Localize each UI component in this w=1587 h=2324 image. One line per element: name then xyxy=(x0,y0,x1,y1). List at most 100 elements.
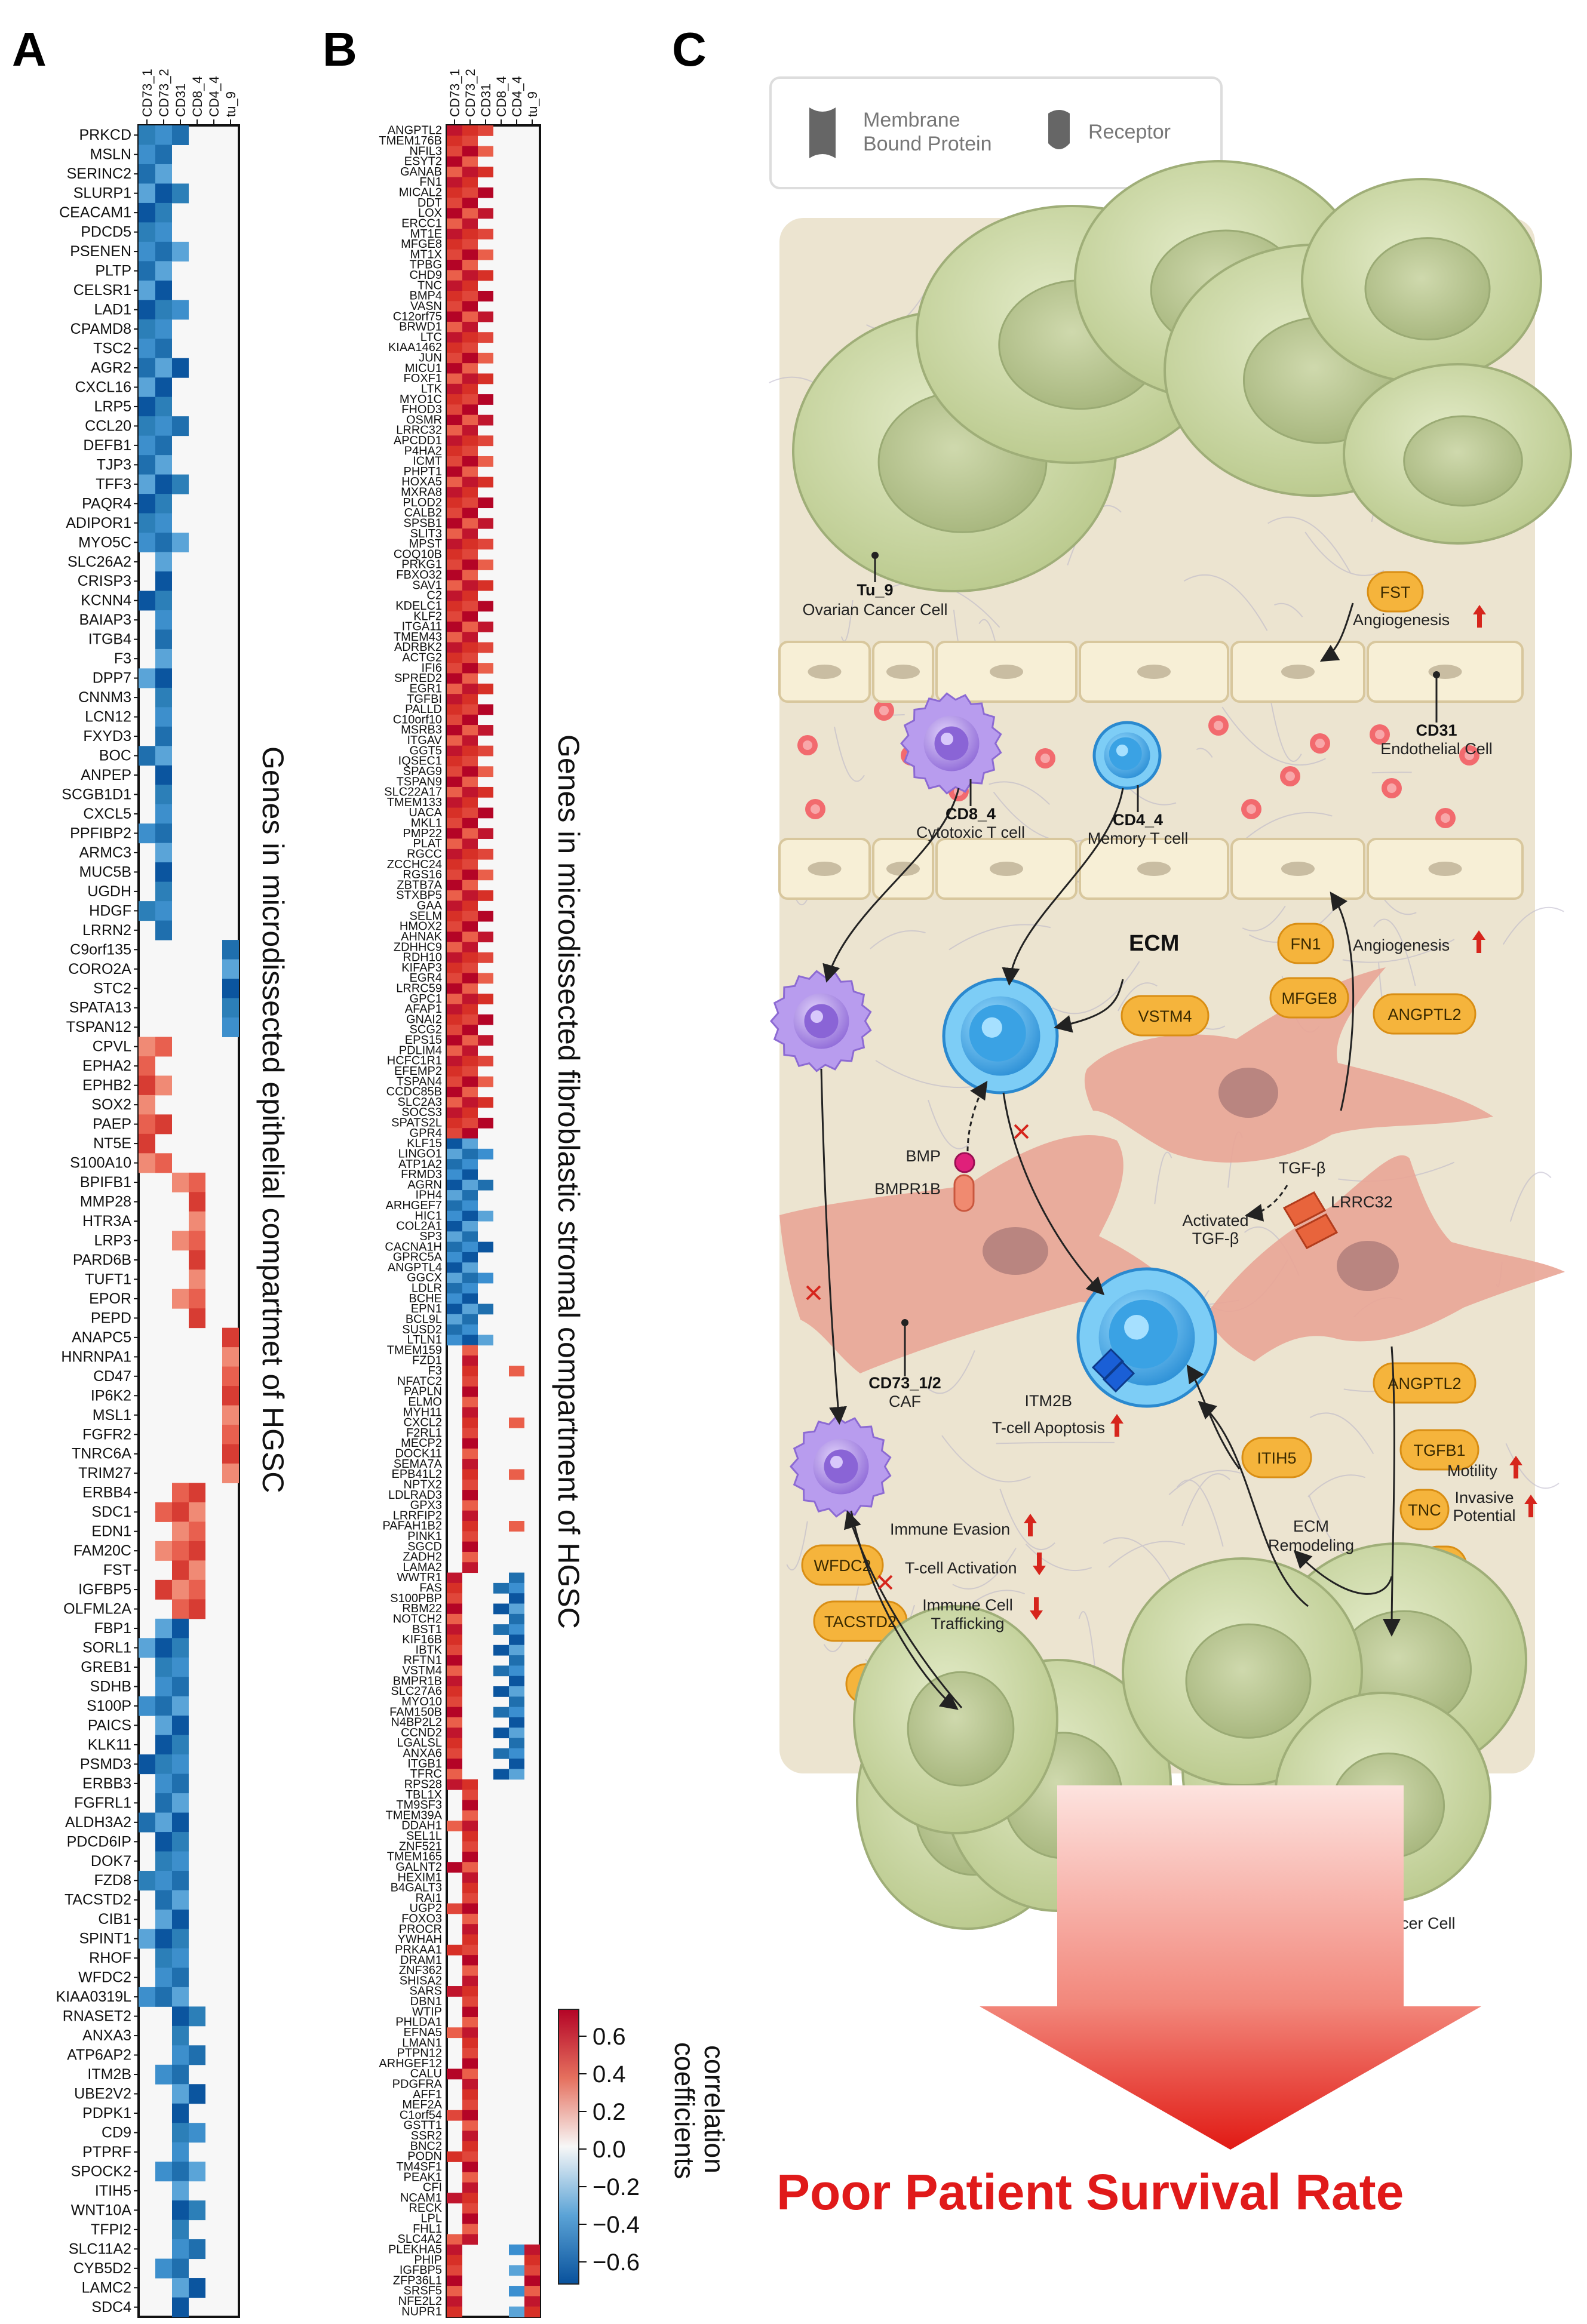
heatmap-b-cell xyxy=(447,1986,462,1997)
heatmap-b-row-label: BCHE xyxy=(409,1292,442,1305)
immune-cell-label-1: Immune Cell xyxy=(922,1596,1013,1614)
heatmap-b-row-label: RBM22 xyxy=(402,1602,442,1615)
heatmap-b-cell xyxy=(478,373,493,385)
heatmap-b-cell xyxy=(462,1893,478,1904)
heatmap-b-cell xyxy=(447,497,462,509)
heatmap-b-row-label: PINK1 xyxy=(407,1530,442,1543)
heatmap-b-row-label: TMEM176B xyxy=(379,134,442,147)
heatmap-b-cell xyxy=(478,1097,493,1108)
heatmap-b-cell xyxy=(447,2286,462,2297)
heatmap-b-row-label: LPL xyxy=(420,2212,442,2225)
heatmap-a-cell xyxy=(155,145,172,165)
heatmap-b-cell xyxy=(447,973,462,984)
heatmap-a-cell xyxy=(172,2142,189,2162)
heatmap-b-cell xyxy=(447,1655,462,1666)
heatmap-a-row-label: SLC26A2 xyxy=(67,554,131,570)
heatmap-a-cell xyxy=(155,765,172,785)
heatmap-b-cell xyxy=(462,632,478,643)
heatmap-b-cell xyxy=(462,2162,478,2173)
mfge8-pill: MFGE8 xyxy=(1269,977,1349,1019)
heatmap-b-cell xyxy=(447,1572,462,1584)
heatmap-a-cell xyxy=(172,1483,189,1503)
heatmap-a-cell xyxy=(139,1056,155,1076)
heatmap-b-row-label: NUPR1 xyxy=(401,2305,442,2318)
cd4-to-apoptosis-arrow xyxy=(1002,1092,1105,1296)
heatmap-a-cell xyxy=(139,377,155,398)
heatmap-b-cell xyxy=(462,311,478,322)
heatmap-b-cell xyxy=(462,1086,478,1098)
heatmap-b-row-label: HOXA5 xyxy=(401,475,442,488)
heatmap-a-row-label: PDCD6IP xyxy=(67,1833,131,1850)
heatmap-b-row-label: MYH11 xyxy=(403,1406,442,1419)
heatmap-b-row-label: TMEM159 xyxy=(387,1344,442,1357)
heatmap-a-cell xyxy=(172,1172,189,1192)
heatmap-b-cell xyxy=(447,714,462,726)
heatmap-b-cell xyxy=(509,1593,524,1604)
heatmap-a-cell xyxy=(155,1579,172,1600)
heatmap-a-row-label: KIAA0319L xyxy=(56,1988,132,2005)
heatmap-b-row-label: LDLRAD3 xyxy=(388,1489,442,1502)
heatmap-a-cell xyxy=(139,591,155,611)
heatmap-a-cell xyxy=(189,2006,205,2027)
heatmap-b-row-label: PAFAH1B2 xyxy=(382,1520,442,1533)
heatmap-a-cell xyxy=(139,1812,155,1833)
angptl2-pill-bottom-label: ANGPTL2 xyxy=(1388,1375,1461,1392)
heatmap-b-cell xyxy=(462,849,478,860)
heatmap-b-row-label: GGCX xyxy=(407,1271,442,1284)
heatmap-a-cell xyxy=(189,1483,205,1503)
heatmap-b-cell xyxy=(509,2265,524,2276)
heatmap-b-cell xyxy=(462,1293,478,1304)
heatmap-b-cell xyxy=(478,332,493,343)
heatmap-a-cell xyxy=(172,1638,189,1658)
heatmap-b-cell xyxy=(447,1272,462,1284)
heatmap-b-cell xyxy=(447,1117,462,1129)
heatmap-b-cell xyxy=(447,270,462,281)
heatmap-b-row-label: PALLD xyxy=(405,703,442,716)
heatmap-a-cell xyxy=(172,1754,189,1775)
heatmap-a-row-label: TRIM27 xyxy=(78,1465,131,1481)
cancer-cells-top xyxy=(792,160,1572,592)
heatmap-b-cell xyxy=(478,477,493,488)
heatmap-a-cell xyxy=(172,300,189,320)
heatmap-b-row-label: FN1 xyxy=(419,176,442,189)
heatmap-b-cell xyxy=(478,187,493,198)
heatmap-a-cell xyxy=(222,1463,239,1483)
heatmap-a-cell xyxy=(155,668,172,688)
heatmap-b-cell xyxy=(462,1417,478,1428)
heatmap-b-row-label: DDAH1 xyxy=(401,1819,442,1833)
heatmap-a-cell xyxy=(189,1192,205,1212)
heatmap-a-cell xyxy=(172,1657,189,1677)
heatmap-b-row-label: PLAT xyxy=(413,837,442,850)
wfdc2-pill-label: WFDC2 xyxy=(814,1557,871,1575)
heatmap-a-cell xyxy=(139,474,155,494)
heatmap-b-cell xyxy=(509,1655,524,1666)
heatmap-b-cell xyxy=(509,1748,524,1759)
heatmap-a-cell xyxy=(155,1871,172,1890)
cd4-label: CD4_4 xyxy=(1113,811,1163,829)
heatmap-b-cell xyxy=(447,642,462,653)
heatmap-b-cell xyxy=(447,838,462,850)
heatmap-b-cell xyxy=(509,1582,524,1594)
heatmap-b-cell xyxy=(462,146,478,157)
heatmap-b-cell xyxy=(447,2193,462,2204)
heatmap-b-col-label: CD4_4 xyxy=(509,76,524,117)
heatmap-b-cell xyxy=(462,249,478,260)
heatmap-b-cell xyxy=(478,539,493,550)
heatmap-a-cell xyxy=(172,1968,189,1988)
heatmap-a-cell xyxy=(155,881,172,902)
heatmap-b-row-label: SLC2A3 xyxy=(398,1096,443,1109)
heatmap-a-cell xyxy=(172,1773,189,1794)
heatmap-b-row-label: IGFBP5 xyxy=(400,2264,442,2277)
heatmap-b-cell xyxy=(462,1510,478,1521)
heatmap-b-cell xyxy=(447,1241,462,1253)
heatmap-b-cell xyxy=(478,786,493,798)
heatmap-b-cell xyxy=(462,725,478,736)
heatmap-b-cell xyxy=(447,1252,462,1263)
heatmap-b-row-label: LTC xyxy=(420,331,442,344)
heatmap-b-cell xyxy=(447,342,462,353)
heatmap-b-cell xyxy=(478,1210,493,1222)
heatmap-b-row-label: NOTCH2 xyxy=(393,1612,442,1625)
heatmap-b-cell xyxy=(447,1707,462,1718)
heatmap-b-cell xyxy=(447,735,462,746)
heatmap-b-row-label: SCG2 xyxy=(410,1023,442,1037)
